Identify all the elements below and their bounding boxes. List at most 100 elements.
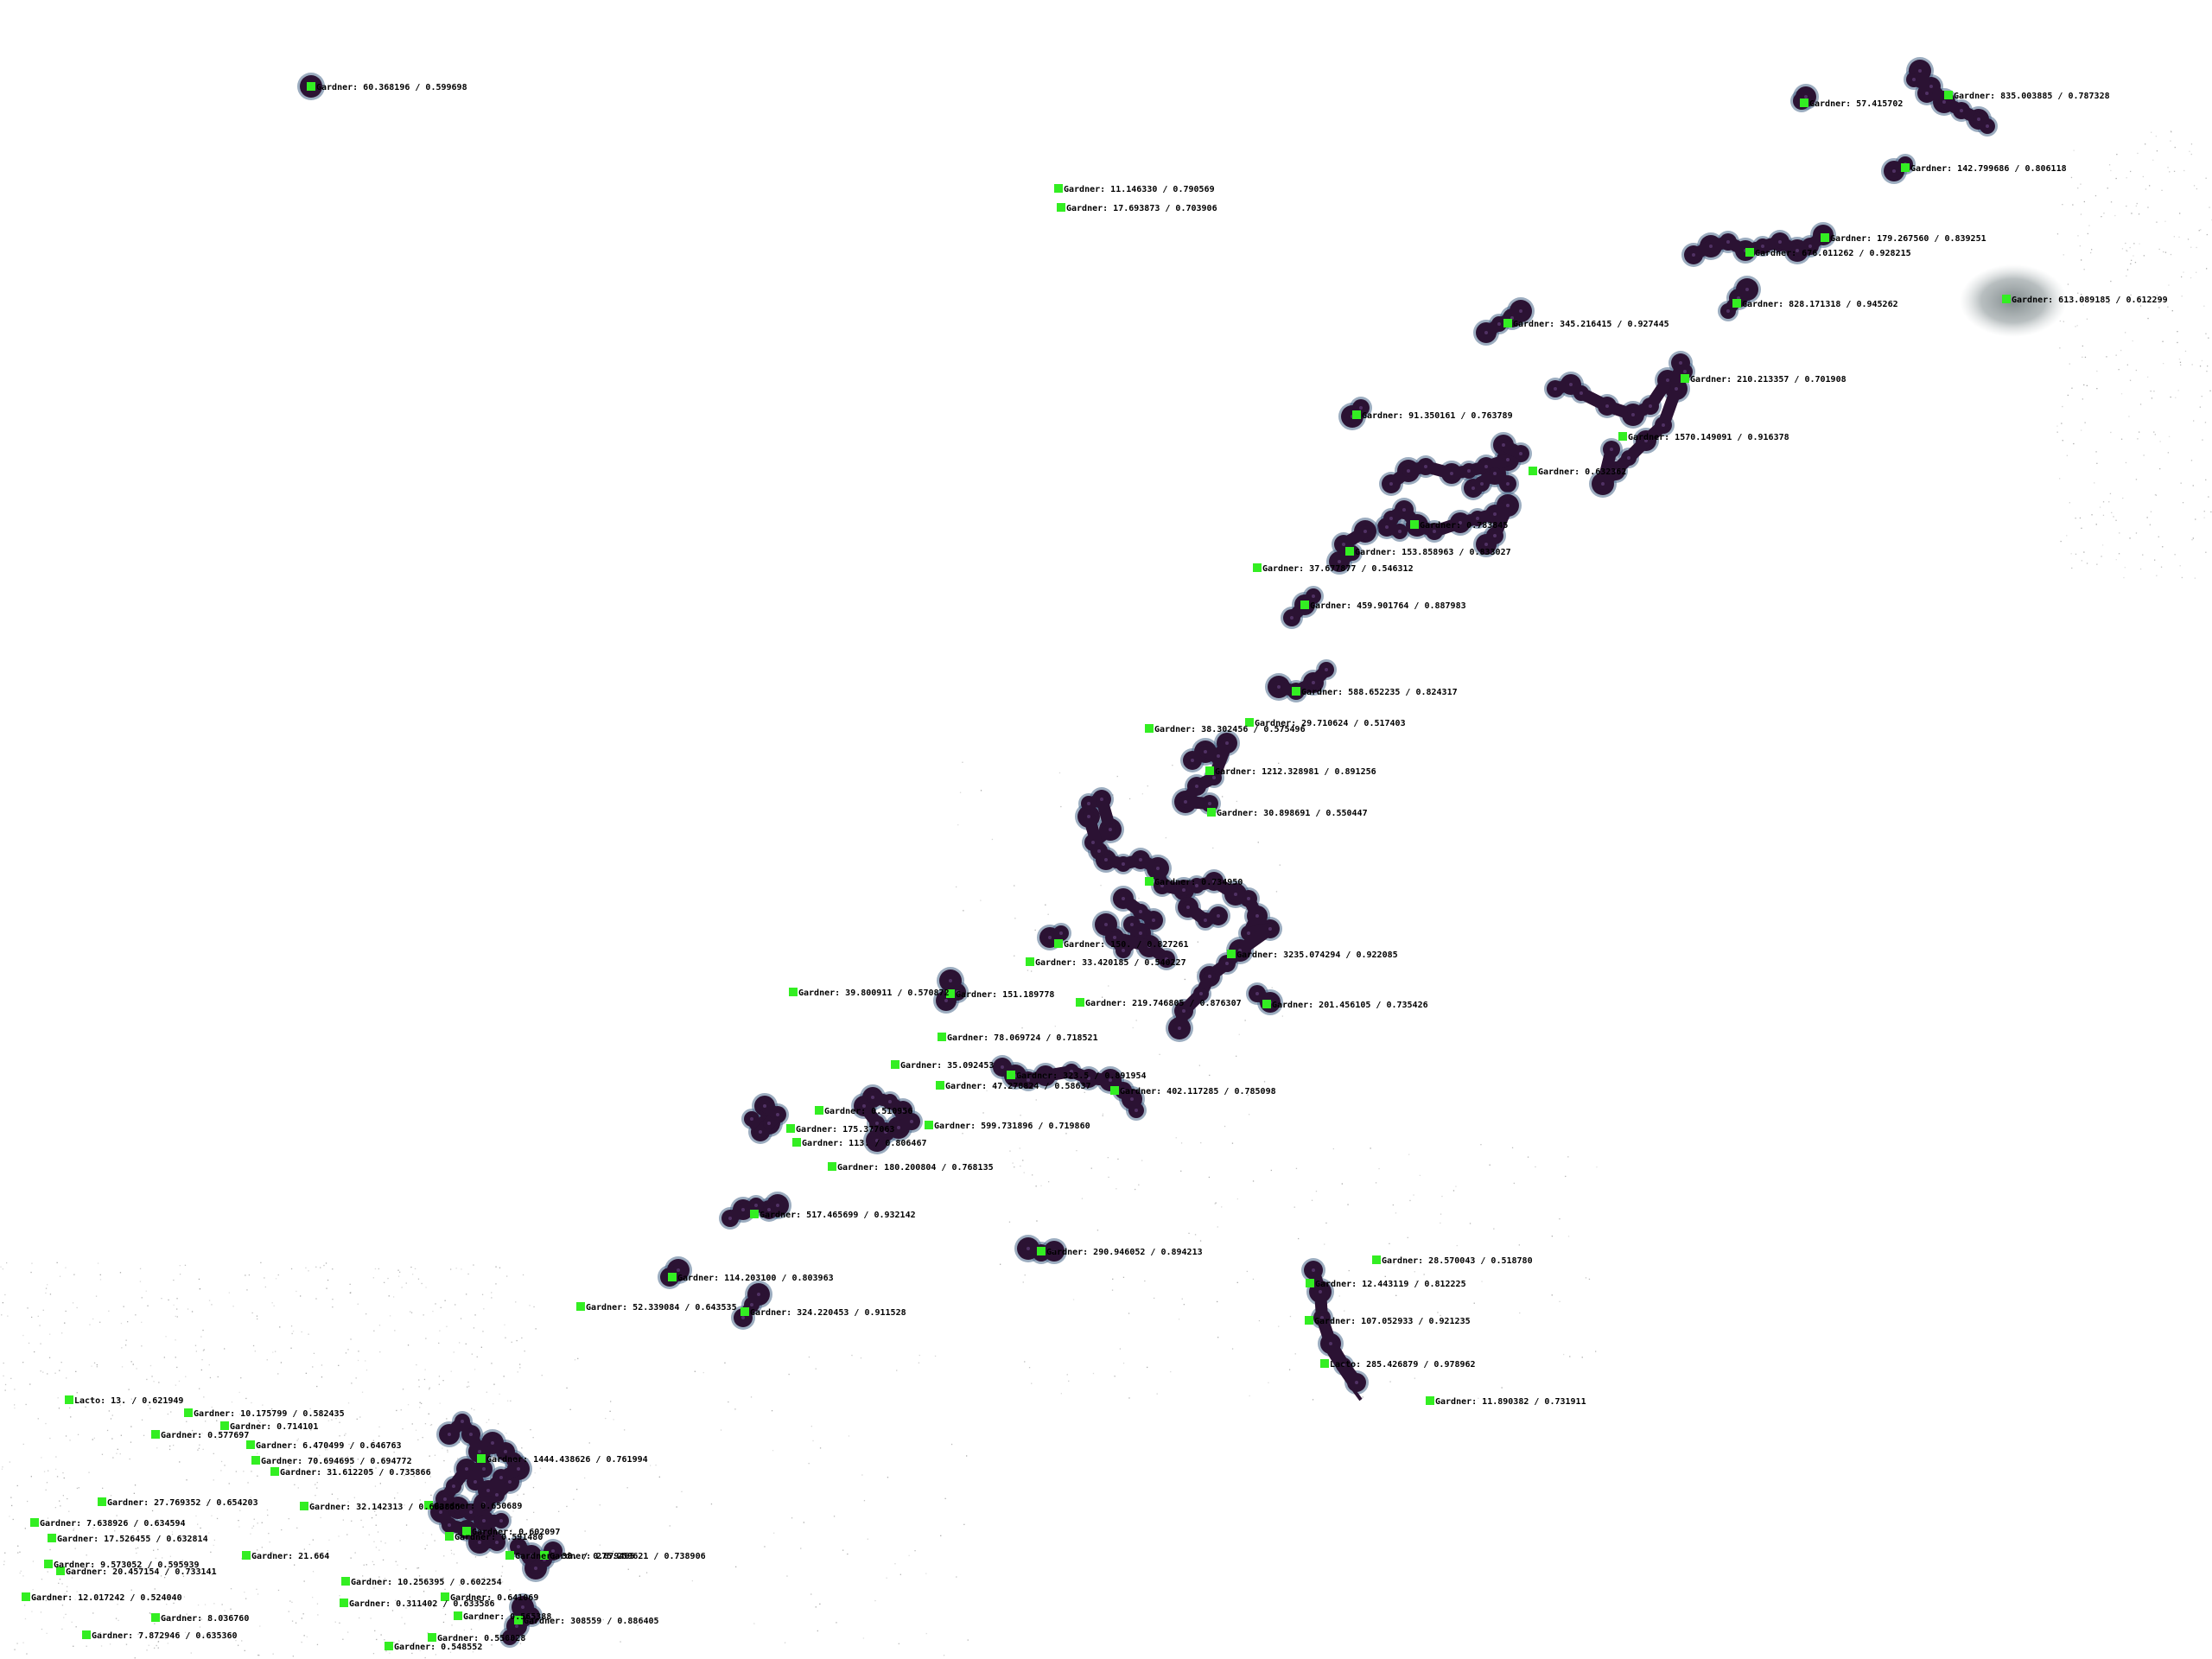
- detection-label: Gardner: 3235.074294 / 0.922085: [1236, 950, 1398, 960]
- detection-label: Gardner: 0.734950: [1154, 878, 1243, 887]
- detection-marker: [1227, 950, 1236, 958]
- detection-marker: [828, 1162, 836, 1171]
- detection-marker: [424, 1501, 433, 1510]
- detection-markers: [22, 82, 2011, 1650]
- detection-marker: [1681, 374, 1689, 383]
- detection-label: Gardner: 17.693873 / 0.703906: [1066, 204, 1217, 213]
- detection-label: Gardner: 0.591480: [454, 1533, 543, 1542]
- detection-marker: [540, 1551, 549, 1560]
- detection-marker: [44, 1560, 53, 1568]
- detection-marker: [815, 1106, 823, 1115]
- detection-label: Gardner: 114.203100 / 0.803963: [677, 1274, 834, 1283]
- detection-marker: [1262, 1000, 1271, 1008]
- detection-label: Gardner: 11.890382 / 0.731911: [1435, 1397, 1586, 1407]
- detection-marker: [22, 1592, 30, 1601]
- detection-marker: [242, 1551, 251, 1560]
- detection-label: Gardner: 12.017242 / 0.524040: [31, 1593, 182, 1603]
- detection-marker: [1821, 233, 1829, 242]
- detection-marker: [1037, 1247, 1046, 1255]
- detection-marker: [750, 1210, 759, 1218]
- detection-label: Gardner: 31.612205 / 0.735866: [280, 1468, 431, 1478]
- detection-marker: [98, 1497, 106, 1506]
- detection-label: Gardner: 107.052933 / 0.921235: [1314, 1317, 1471, 1326]
- detection-label: Gardner: 0.565388: [463, 1612, 551, 1622]
- detection-label: Gardner: 0.548552: [394, 1643, 482, 1652]
- detection-label: Gardner: 1570.149091 / 0.916378: [1628, 433, 1789, 442]
- detection-marker: [184, 1408, 193, 1417]
- detection-label: Gardner: 275.259621 / 0.738906: [550, 1552, 706, 1561]
- detection-label: Gardner: 1444.438626 / 0.761994: [486, 1455, 648, 1465]
- detection-marker: [1618, 432, 1627, 441]
- detection-marker: [477, 1454, 486, 1463]
- detection-marker: [1529, 467, 1537, 475]
- detection-label: Gardner: 151.189778: [956, 990, 1054, 1000]
- detection-marker: [220, 1421, 229, 1430]
- detection-marker: [1110, 1086, 1119, 1095]
- detection-label: Gardner: 290.946052 / 0.894213: [1046, 1248, 1203, 1257]
- detection-label: Gardner: 0.577697: [161, 1431, 249, 1440]
- detection-marker: [786, 1124, 795, 1133]
- detection-marker: [251, 1456, 260, 1465]
- detection-label: Gardner: 37.677877 / 0.546312: [1262, 564, 1414, 574]
- detection-marker: [1320, 1359, 1329, 1368]
- detection-label: Gardner: 27.769352 / 0.654203: [107, 1498, 258, 1508]
- detection-marker: [1732, 299, 1741, 308]
- detection-label: Gardner: 345.216415 / 0.927445: [1513, 320, 1669, 329]
- detection-marker: [938, 1033, 946, 1041]
- detection-label: Gardner: 12.443119 / 0.812225: [1315, 1280, 1466, 1289]
- detection-label: Gardner: 210.213357 / 0.701908: [1690, 375, 1847, 385]
- detection-marker: [1076, 998, 1084, 1007]
- detection-label: Gardner: 10.256395 / 0.602254: [351, 1578, 502, 1587]
- detection-marker: [82, 1630, 91, 1639]
- detection-label: Gardner: 17.526455 / 0.632814: [57, 1535, 208, 1544]
- detection-label: Gardner: 1212.328981 / 0.891256: [1215, 767, 1376, 777]
- detection-marker: [1054, 184, 1063, 193]
- detection-label: Gardner: 835.003885 / 0.787328: [1954, 92, 2110, 101]
- detection-label: Gardner: 9.573052 / 0.595939: [54, 1560, 200, 1570]
- detection-marker: [2002, 295, 2011, 303]
- detection-marker: [925, 1121, 933, 1129]
- detection-marker: [1007, 1071, 1015, 1079]
- detection-marker: [789, 988, 798, 996]
- detection-marker: [576, 1302, 585, 1311]
- detection-label: Gardner: 142.799686 / 0.806118: [1910, 164, 2067, 174]
- detection-label: Gardner: 52.339084 / 0.643535: [586, 1303, 737, 1313]
- detection-marker: [1026, 957, 1034, 966]
- detection-marker: [340, 1599, 348, 1607]
- detection-marker: [946, 989, 955, 998]
- detection-label: Gardner: 828.171318 / 0.945262: [1742, 300, 1898, 309]
- detection-label: Gardner: 201.456105 / 0.735426: [1272, 1001, 1428, 1010]
- detection-label: Gardner: 57.415702: [1809, 99, 1903, 109]
- detection-marker: [441, 1592, 449, 1601]
- detection-marker: [1145, 877, 1154, 886]
- detection-marker: [1253, 563, 1262, 572]
- detection-marker: [1245, 718, 1254, 727]
- detection-label: Gardner: 676.011262 / 0.928215: [1755, 249, 1911, 258]
- detection-marker: [1503, 319, 1512, 327]
- detection-marker: [1306, 1279, 1314, 1287]
- detection-marker: [385, 1642, 393, 1650]
- detection-marker: [65, 1395, 73, 1404]
- detection-label: Gardner: 588.652235 / 0.824317: [1301, 688, 1458, 697]
- detection-label: Gardner: 20.457154 / 0.733141: [66, 1567, 217, 1577]
- detection-marker: [1054, 939, 1063, 948]
- detection-label: Gardner: 0.641069: [450, 1593, 538, 1603]
- stained-clusters: [297, 57, 1998, 1648]
- detection-marker: [246, 1440, 255, 1449]
- detection-label: Gardner: 10.175799 / 0.582435: [194, 1409, 345, 1419]
- detection-label: Gardner: 38.302456 / 0.575496: [1154, 725, 1306, 734]
- detection-marker: [1372, 1255, 1381, 1264]
- detection-label: Gardner: 78.069724 / 0.718521: [947, 1033, 1098, 1043]
- detection-label: Gardner: 47.278824 / 0.58637: [945, 1082, 1091, 1091]
- detection-label: Gardner: 29.710624 / 0.517403: [1255, 719, 1406, 728]
- detection-marker: [428, 1633, 436, 1642]
- detection-marker: [741, 1307, 749, 1316]
- detection-label: Gardner: 0.550028: [437, 1634, 525, 1643]
- detection-marker: [1410, 520, 1419, 529]
- detection-label: Gardner: 459.901764 / 0.887983: [1310, 601, 1466, 611]
- detection-marker: [30, 1518, 39, 1527]
- detection-label: Gardner: 113. / 0.806467: [802, 1139, 927, 1148]
- detection-label: Gardner: 613.089185 / 0.612299: [2012, 296, 2168, 305]
- detection-label: Gardner: 32.142313 / 0.683856: [309, 1503, 461, 1512]
